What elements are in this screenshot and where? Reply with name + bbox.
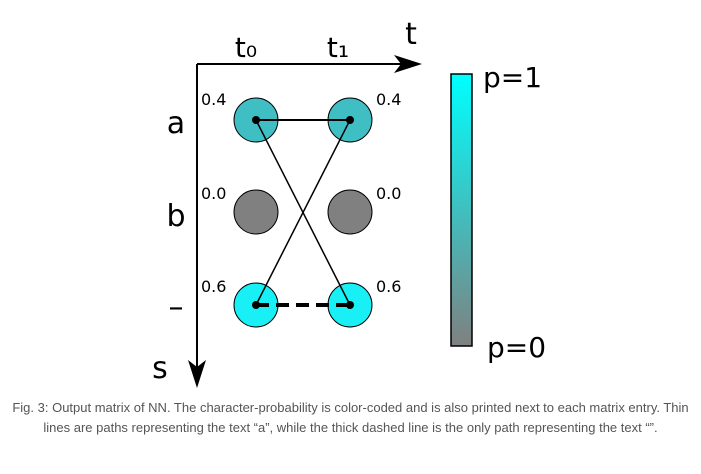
- prob-value-blank-t0: 0.6: [201, 277, 226, 296]
- time-step-label-t1: t₁: [327, 31, 349, 64]
- path-endpoints: [252, 116, 354, 309]
- state-axis: [188, 64, 206, 388]
- char-label-b: b: [166, 199, 185, 234]
- time-axis-label: t: [405, 17, 417, 52]
- matrix-node-b-t0: [233, 189, 279, 235]
- prob-value-b-t1: 0.0: [376, 184, 401, 203]
- figure-caption: Fig. 3: Output matrix of NN. The charact…: [12, 400, 689, 435]
- char-label-a: a: [167, 106, 185, 141]
- nn-output-matrix-diagram: t s t₀ t₁ a b – 0.4 0.4 0.0 0.0 0.6 0.6 …: [152, 17, 546, 388]
- state-axis-label: s: [152, 351, 168, 386]
- colorbar-top-label: p=1: [483, 61, 542, 94]
- endpoint-dot: [252, 116, 260, 124]
- prob-value-b-t0: 0.0: [201, 184, 226, 203]
- endpoint-dot: [252, 301, 260, 309]
- char-label-blank: –: [169, 290, 184, 325]
- time-step-label-t0: t₀: [235, 31, 257, 64]
- colorbar-bottom-label: p=0: [487, 331, 546, 364]
- time-axis-arrow-icon: [394, 55, 422, 73]
- endpoint-dot: [346, 116, 354, 124]
- path-blank-a: [255, 119, 351, 306]
- time-axis: [197, 55, 422, 73]
- prob-value-a-t1: 0.4: [376, 90, 401, 109]
- state-axis-arrow-icon: [188, 360, 206, 388]
- prob-value-a-t0: 0.4: [201, 90, 226, 109]
- matrix-node-b-t1: [327, 189, 373, 235]
- probability-colorbar: [450, 73, 473, 347]
- prob-value-blank-t1: 0.6: [376, 277, 401, 296]
- paths-text-a: [255, 119, 351, 306]
- endpoint-dot: [346, 301, 354, 309]
